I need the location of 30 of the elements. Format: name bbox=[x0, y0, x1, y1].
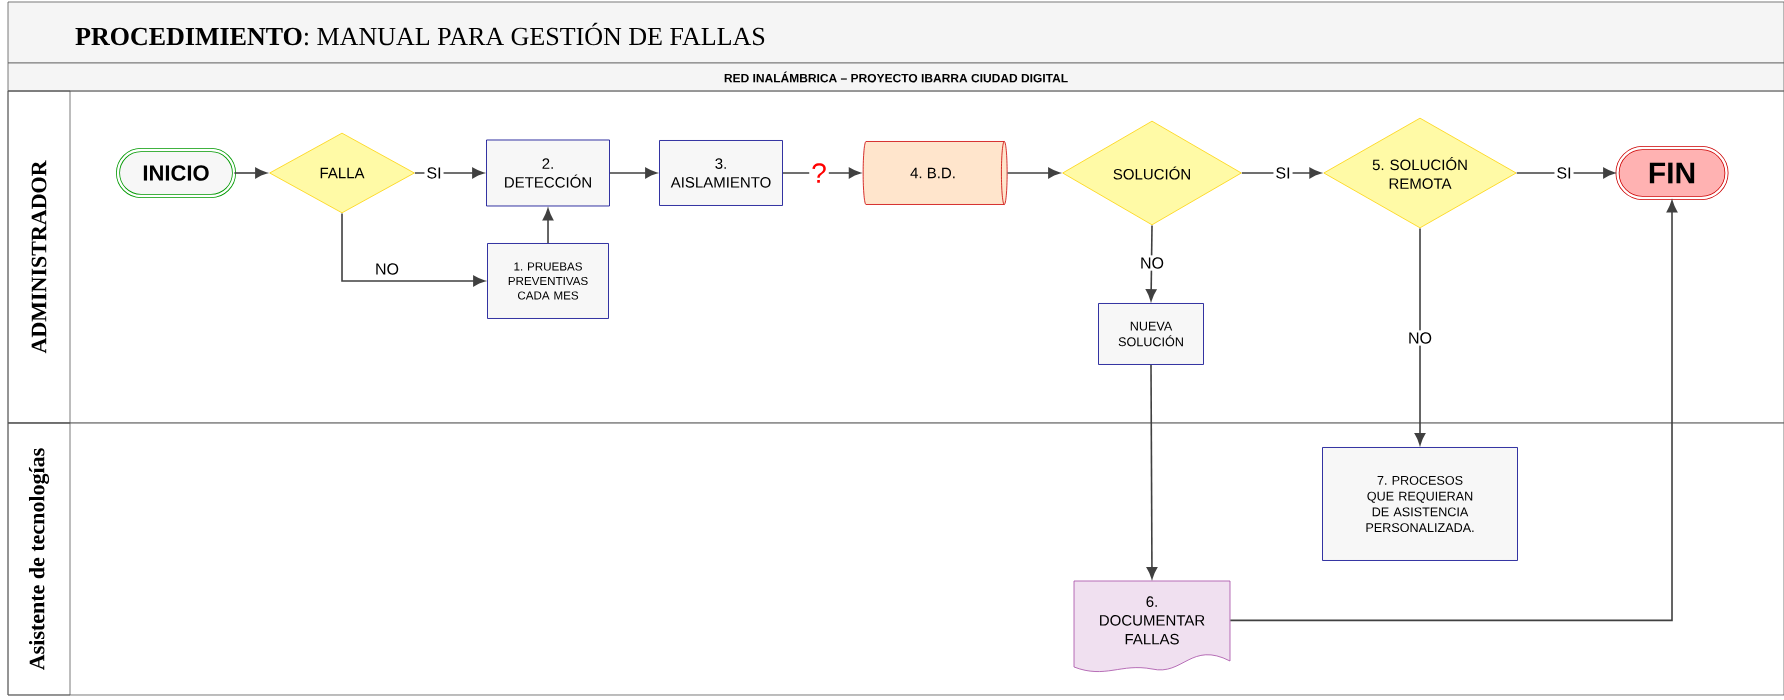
start-terminal: INICIO bbox=[116, 148, 236, 198]
process-box: NUEVA SOLUCIÓN bbox=[1098, 303, 1204, 365]
arrow bbox=[341, 212, 485, 287]
edge-label: SI bbox=[1273, 165, 1293, 181]
edge-label: NO bbox=[1406, 330, 1434, 346]
arrow bbox=[1515, 167, 1615, 179]
process-box: 3. AISLAMIENTO bbox=[659, 140, 783, 206]
subtitle: RED INALÁMBRICA – PROYECTO IBARRA CIUDAD DIGITAL bbox=[724, 71, 1068, 83]
database-cylinder: 4. B.D. bbox=[862, 141, 1008, 205]
arrow bbox=[542, 208, 554, 244]
arrow bbox=[1229, 200, 1678, 622]
arrow bbox=[1146, 364, 1158, 579]
arrow bbox=[1006, 167, 1060, 179]
arrow bbox=[609, 167, 657, 179]
edge-label: NO bbox=[1138, 255, 1166, 271]
end-terminal: FIN bbox=[1615, 146, 1729, 200]
arrow bbox=[414, 167, 484, 179]
title: PROCEDIMIENTO: MANUAL PARA GESTIÓN DE FALLAS bbox=[75, 22, 765, 46]
arrow bbox=[1145, 224, 1157, 301]
process-box: 1. PRUEBAS PREVENTIVAS CADA MES bbox=[487, 243, 609, 319]
edge-label: ? bbox=[809, 161, 829, 185]
arrow bbox=[1414, 227, 1426, 445]
edge-label: NO bbox=[373, 261, 401, 277]
arrow bbox=[233, 167, 267, 179]
edge-label: SI bbox=[1554, 165, 1574, 181]
process-box: 7. PROCESOS QUE REQUIERAN DE ASISTENCIA PERSONALIZADA. bbox=[1322, 447, 1518, 561]
arrow bbox=[782, 167, 861, 179]
process-box: 2. DETECCIÓN bbox=[486, 139, 610, 207]
edge-label: SI bbox=[424, 165, 444, 181]
arrow bbox=[1241, 167, 1322, 179]
